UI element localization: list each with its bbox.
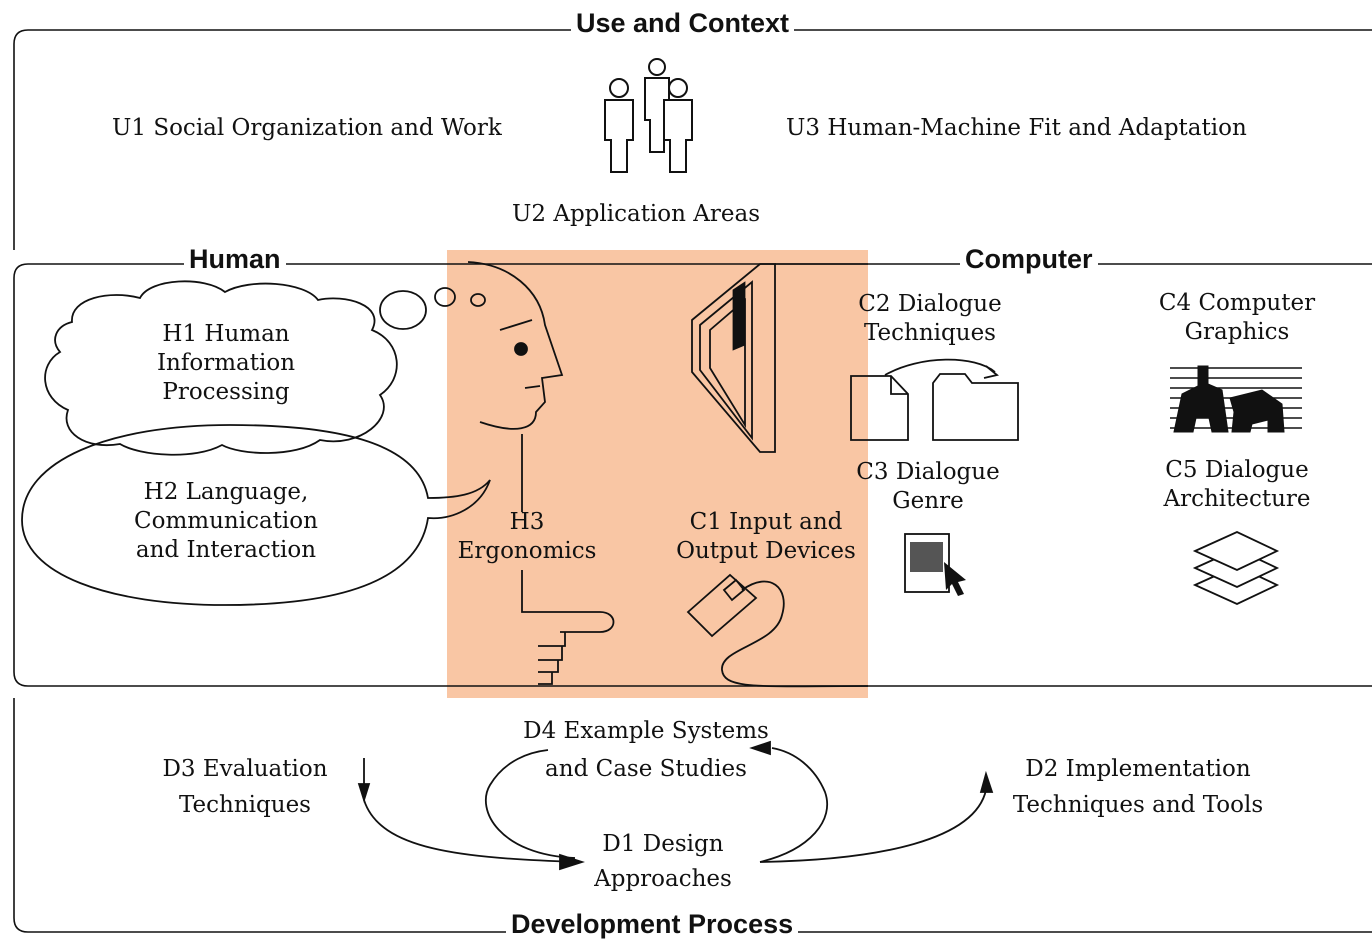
head-profile-icon bbox=[467, 261, 615, 685]
human-computer-frame bbox=[13, 263, 1372, 687]
development-arrows bbox=[357, 740, 994, 871]
layers-icon bbox=[1192, 531, 1280, 605]
h1-line-3: Processing bbox=[162, 379, 290, 405]
c3-line-2: Genre bbox=[892, 488, 964, 514]
d1-label: D1 Design Approaches bbox=[568, 830, 758, 894]
section-human: Human bbox=[184, 244, 286, 274]
c1-line-1: C1 Input and bbox=[689, 509, 843, 535]
c2-label: C2 Dialogue Techniques bbox=[842, 290, 1018, 348]
ergonomics-io-highlight bbox=[447, 250, 868, 698]
h1-line-1: H1 Human bbox=[162, 321, 290, 347]
d1-line-1: D1 Design bbox=[602, 831, 724, 857]
section-development: Development Process bbox=[506, 909, 799, 939]
h1-label: H1 Human Information Processing bbox=[126, 320, 326, 407]
c5-line-2: Architecture bbox=[1163, 486, 1311, 512]
section-computer: Computer bbox=[960, 244, 1098, 274]
d3-to-d1-arrow bbox=[363, 799, 579, 863]
document-icon bbox=[850, 375, 909, 441]
graphics-icon bbox=[1170, 365, 1302, 433]
h1-line-2: Information bbox=[156, 350, 296, 376]
d2-line-2: Techniques and Tools bbox=[1012, 792, 1264, 818]
h3-line-2: Ergonomics bbox=[457, 538, 597, 564]
c3-line-1: C3 Dialogue bbox=[856, 459, 1000, 485]
folder-icon bbox=[932, 373, 1019, 441]
d2-line-1: D2 Implementation bbox=[1025, 756, 1251, 782]
mouse-icon bbox=[686, 573, 869, 688]
use-context-frame bbox=[13, 29, 1372, 250]
d3-line-1: D3 Evaluation bbox=[162, 756, 328, 782]
d3-line-2: Techniques bbox=[179, 792, 311, 818]
u1-label: U1 Social Organization and Work bbox=[112, 115, 502, 141]
development-frame bbox=[13, 698, 1372, 933]
h3-label: H3 Ergonomics bbox=[452, 508, 602, 566]
thought-cloud-icon bbox=[44, 280, 486, 456]
u2-label: U2 Application Areas bbox=[512, 201, 760, 227]
h2-line-3: and Interaction bbox=[135, 537, 317, 563]
c5-line-1: C5 Dialogue bbox=[1165, 457, 1309, 483]
d4-line-2: and Case Studies bbox=[545, 756, 747, 782]
d4-line-1: D4 Example Systems bbox=[523, 718, 769, 744]
section-use-context: Use and Context bbox=[571, 8, 795, 38]
h3-line-1: H3 bbox=[509, 509, 545, 535]
d3-label: D3 Evaluation Techniques bbox=[150, 755, 340, 820]
monitor-icon bbox=[691, 263, 868, 453]
d4-label: D4 Example Systems and Case Studies bbox=[510, 717, 782, 784]
c4-label: C4 Computer Graphics bbox=[1142, 289, 1332, 347]
c5-label: C5 Dialogue Architecture bbox=[1142, 456, 1332, 514]
screen-document-icon bbox=[904, 533, 966, 596]
c3-label: C3 Dialogue Genre bbox=[840, 458, 1016, 516]
dialogue-arrowhead bbox=[983, 365, 999, 379]
d1-to-d2-arrow bbox=[759, 789, 987, 863]
c2-line-2: Techniques bbox=[864, 320, 996, 346]
h2-label: H2 Language, Communication and Interacti… bbox=[116, 478, 336, 565]
c4-line-1: C4 Computer bbox=[1158, 290, 1316, 316]
speech-bubble-icon bbox=[21, 424, 491, 606]
h2-line-1: H2 Language, bbox=[143, 479, 309, 505]
people-icon bbox=[604, 58, 693, 173]
d1-d4-loop-arrow bbox=[485, 749, 576, 859]
c4-line-2: Graphics bbox=[1184, 319, 1290, 345]
dialogue-arrow bbox=[884, 358, 996, 376]
h2-line-2: Communication bbox=[134, 508, 318, 534]
u3-label: U3 Human-Machine Fit and Adaptation bbox=[786, 115, 1247, 141]
d1-line-2: Approaches bbox=[594, 866, 732, 892]
d2-label: D2 Implementation Techniques and Tools bbox=[1000, 755, 1276, 820]
c2-line-1: C2 Dialogue bbox=[858, 291, 1002, 317]
c1-label: C1 Input and Output Devices bbox=[664, 508, 868, 566]
c1-line-2: Output Devices bbox=[676, 538, 856, 564]
